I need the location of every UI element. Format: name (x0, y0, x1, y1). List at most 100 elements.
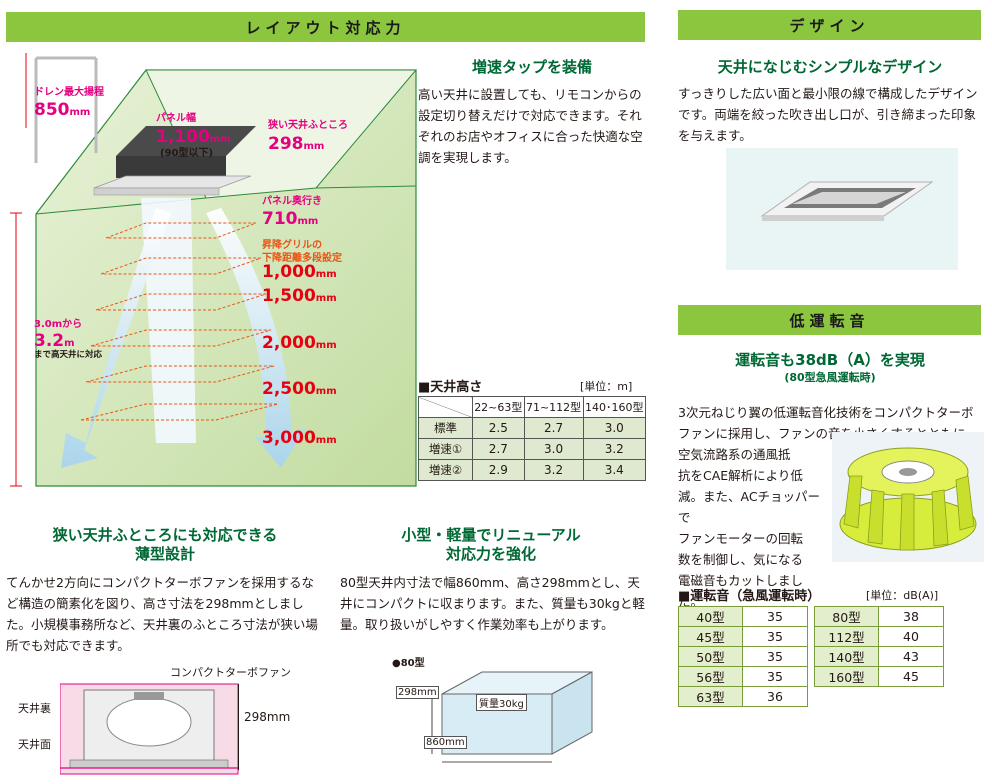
noise-value: 43 (878, 646, 944, 667)
distance-1000: 1,000mm (262, 262, 337, 282)
ceiling-cell: 2.7 (472, 438, 525, 460)
noise-value: 35 (742, 666, 808, 687)
ceiling-col: 140･160型 (582, 396, 647, 418)
airflow-right-arrow (206, 208, 306, 468)
noise-table-title: ■運転音（急風運転時） (678, 589, 821, 604)
noise-value: 35 (742, 646, 808, 667)
speed-tap-text: 高い天井に設置しても、リモコンからの設定切り替えだけで対応できます。それぞれのお… (418, 87, 643, 165)
noise-banner: 低運転音 (678, 305, 981, 335)
noise-title: 運転音も38dB（A）を実現 (735, 351, 925, 369)
drain-value: 850mm (34, 100, 91, 120)
grille-label: 昇降グリルの下降距離多段設定 (262, 240, 342, 264)
ceiling-table-unit: [単位：m] (580, 380, 633, 393)
design-product-image (726, 148, 958, 270)
narrow-value: 298mm (268, 134, 325, 154)
ceiling-table: 22~63型 71~112型 140･160型 標準 2.5 2.7 3.0 増… (418, 396, 647, 481)
ceiling-cell: 2.5 (472, 417, 525, 439)
panel-width-note: (90型以下) (160, 148, 214, 159)
thin-height-line (238, 684, 239, 770)
panel-depth-label: パネル奥行き (262, 196, 322, 207)
height-left-value: 3.2m (34, 331, 75, 351)
table-row: 標準 2.5 2.7 3.0 (418, 417, 647, 439)
thin-unit-cross-section (60, 683, 239, 775)
distance-2500: 2,500mm (262, 379, 337, 399)
noise-model: 40型 (678, 606, 743, 627)
distance-1500: 1,500mm (262, 286, 337, 306)
noise-model: 63型 (678, 686, 743, 707)
layout-banner: レイアウト対応力 (6, 12, 645, 42)
box-weight-label: 質量30kg (476, 694, 527, 711)
thin-height-label: 298mm (244, 710, 291, 724)
thin-text: てんかせ2方向にコンパクトターボファンを採用するなど構造の簡素化を図り、高さ寸法… (6, 575, 318, 653)
noise-model: 80型 (814, 606, 879, 627)
noise-text-wrap: 空気流路系の通風抵 抗をCAE解析により低 減。また、ACチョッパーで ファンモ… (678, 447, 821, 609)
ceiling-table-title: ■天井高さ (418, 380, 483, 395)
ceiling-row-label: 増速② (418, 459, 473, 481)
noise-value: 35 (742, 626, 808, 647)
noise-text: 3次元ねじり翼の低運転音化技術をコンパクトターボファンに採用し、ファンの音を小さ… (678, 405, 978, 441)
noise-model: 45型 (678, 626, 743, 647)
table-row: 増速② 2.9 3.2 3.4 (418, 459, 647, 481)
design-title: 天井になじむシンプルなデザイン (717, 58, 943, 76)
ceiling-row-label: 標準 (418, 417, 473, 439)
fan-label: コンパクトターボファン (170, 666, 291, 679)
ceiling-cell: 2.7 (523, 417, 584, 439)
ceiling-surface-label: 天井面 (18, 738, 51, 751)
noise-value: 38 (878, 606, 944, 627)
ceiling-col: 22~63型 (472, 396, 525, 418)
ceiling-table-corner (418, 396, 473, 418)
ceiling-cell: 2.9 (472, 459, 525, 481)
noise-table-unit: [単位：dB(A)] (866, 589, 939, 602)
renewal-title: 小型・軽量でリニューアル対応力を強化 (401, 526, 581, 563)
noise-model: 112型 (814, 626, 879, 647)
noise-model: 56型 (678, 666, 743, 687)
design-banner: デザイン (678, 10, 981, 40)
room-diagram (10, 53, 418, 487)
drain-label: ドレン最大揚程 (34, 87, 104, 98)
model-80-label: ●80型 (392, 658, 425, 669)
noise-model: 50型 (678, 646, 743, 667)
box-width-label: 860mm (424, 736, 467, 749)
renewal-text: 80型天井内寸法で幅860mm、高さ298mmとし、天井にコンパクトに収まります… (340, 575, 645, 632)
unit-box (431, 671, 593, 763)
noise-subtitle: (80型急風運転時) (784, 371, 876, 384)
thin-title: 狭い天井ふところにも対応できる薄型設計 (52, 526, 278, 563)
height-left-prefix: 3.0mから (34, 319, 83, 330)
ceiling-row-label: 増速① (418, 438, 473, 460)
above-ceiling-label: 天井裏 (18, 702, 51, 715)
table-row: 増速① 2.7 3.0 3.2 (418, 438, 647, 460)
ceiling-cell: 3.2 (582, 438, 647, 460)
turbo-fan-image (832, 432, 984, 562)
distance-2000: 2,000mm (262, 333, 337, 353)
ceiling-cell: 3.0 (582, 417, 647, 439)
noise-model: 140型 (814, 646, 879, 667)
box-height-label: 298mm (396, 686, 439, 699)
narrow-label: 狭い天井ふところ (268, 120, 348, 131)
noise-value: 36 (742, 686, 808, 707)
ac-unit-front (116, 156, 226, 178)
noise-value: 40 (878, 626, 944, 647)
panel-depth-value: 710mm (262, 209, 319, 229)
ceiling-cell: 3.2 (523, 459, 584, 481)
noise-value: 35 (742, 606, 808, 627)
panel-width-value: 1,100mm (156, 127, 231, 147)
ceiling-cell: 3.4 (582, 459, 647, 481)
distance-3000: 3,000mm (262, 428, 337, 448)
height-left-suffix: まで高天井に対応 (34, 350, 103, 360)
airflow-left-arrow (61, 208, 171, 468)
noise-model: 160型 (814, 666, 879, 687)
speed-tap-title: 増速タップを装備 (471, 58, 592, 76)
panel-width-label: パネル幅 (156, 113, 196, 124)
ceiling-col: 71~112型 (523, 396, 584, 418)
